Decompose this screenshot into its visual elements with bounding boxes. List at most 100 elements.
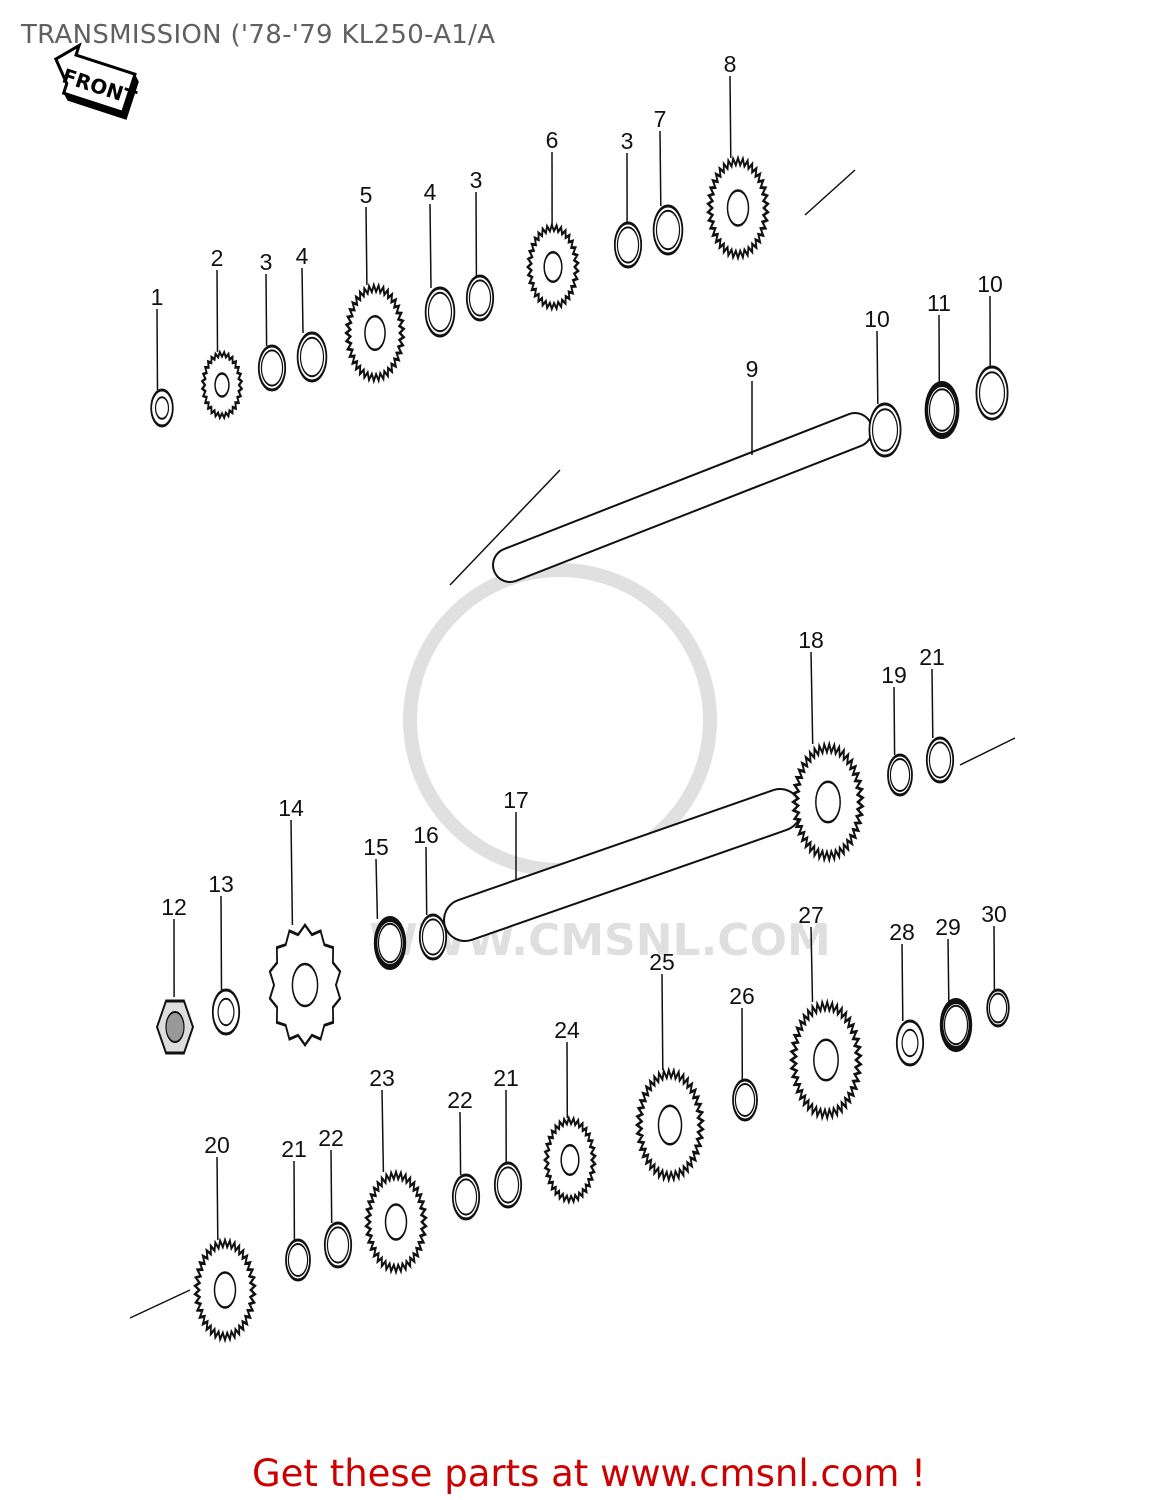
callout-number: 24 [554,1017,580,1043]
callout-number: 21 [493,1065,519,1091]
callout-number: 28 [889,919,915,945]
callout-number: 15 [363,834,389,860]
axis-line [804,169,856,216]
part-11 [924,381,960,439]
part-24 [542,1114,597,1206]
part-1 [150,388,174,428]
callout-number: 14 [278,795,304,821]
callout-number: 29 [935,914,961,940]
part-2 [200,349,244,421]
part-29 [939,998,973,1052]
callout-number: 9 [746,356,759,382]
part-16 [418,913,448,961]
part-12 [155,999,195,1055]
leader-line [216,1156,219,1241]
callout-number: 10 [864,306,890,332]
leader-line [156,308,159,391]
part-7 [652,204,684,256]
part-22 [323,1221,353,1269]
part-21 [925,736,955,784]
part-6 [525,221,580,313]
leader-line [893,686,896,756]
callout-number: 20 [204,1132,230,1158]
parts [150,154,1010,1344]
callout-number: 26 [729,983,755,1009]
leader-line [901,943,904,1022]
callout-number: 13 [208,871,234,897]
part-3 [257,344,287,392]
leader-line [425,846,428,916]
part-22 [451,1173,481,1221]
leader-line [301,267,304,334]
callout-number: 3 [621,128,634,154]
leader-line [729,75,732,159]
part-10 [975,365,1009,421]
callout-number: 17 [503,787,529,813]
leader-line [459,1111,462,1176]
callout-number: 19 [881,662,907,688]
page-title: TRANSMISSION ('78-'79 KL250-A1/A [21,20,496,50]
part-8 [706,154,770,262]
callout-number: 30 [981,901,1007,927]
leader-line [429,203,432,289]
part-21 [285,1238,311,1282]
leader-line [810,926,814,1003]
part-23 [364,1168,428,1276]
callout-number: 22 [447,1087,473,1113]
part-5 [344,281,406,385]
leader-line [220,895,223,991]
part-3 [613,221,643,269]
part-3 [465,274,495,322]
watermark-logo: WWW.CMSNL.COM [369,563,831,966]
callout-number: 11 [927,290,951,316]
leader-line [931,668,934,739]
leader-line [375,858,379,920]
footer-link[interactable]: Get these parts at www.cmsnl.com ! [251,1452,926,1495]
axis-line [959,737,1016,766]
callout-number: 23 [369,1065,395,1091]
part-10 [868,402,902,458]
part-25 [634,1066,706,1184]
callout-number: 27 [798,902,824,928]
leader-line [947,938,950,1002]
callout-number: 18 [798,627,824,653]
leader-line [330,1149,333,1224]
part-18 [790,740,865,864]
leader-line [810,651,814,745]
callout-number: 4 [424,179,437,205]
part-19 [887,753,913,797]
axis-line [129,1289,191,1319]
part-30 [986,988,1010,1028]
callout-number: 7 [654,106,667,132]
leader-line [659,130,662,207]
leader-line [381,1089,385,1173]
leader-line [290,819,294,926]
callout-number: 1 [151,284,164,310]
callout-number: 25 [649,949,675,975]
part-27 [788,998,863,1122]
callout-number: 10 [977,271,1003,297]
leader-line [216,269,219,353]
part-4 [424,286,456,338]
leader-line [265,273,268,347]
callout-number: 21 [919,644,945,670]
leader-line [876,330,879,405]
part-28 [895,1019,925,1067]
part-26 [732,1078,758,1122]
part-4 [296,331,328,383]
callout-number: 6 [546,127,559,153]
part-21 [493,1161,523,1209]
shafts [129,169,1016,1319]
part-13 [211,988,241,1036]
callout-number: 3 [260,249,273,275]
callout-number: 21 [281,1136,307,1162]
callout-number: 2 [211,245,224,271]
callout-number: 22 [318,1125,344,1151]
part-14 [268,923,342,1047]
callout-number: 8 [724,51,737,77]
leader-line [661,973,664,1071]
callout-number: 16 [413,822,439,848]
axis-line [449,469,561,586]
